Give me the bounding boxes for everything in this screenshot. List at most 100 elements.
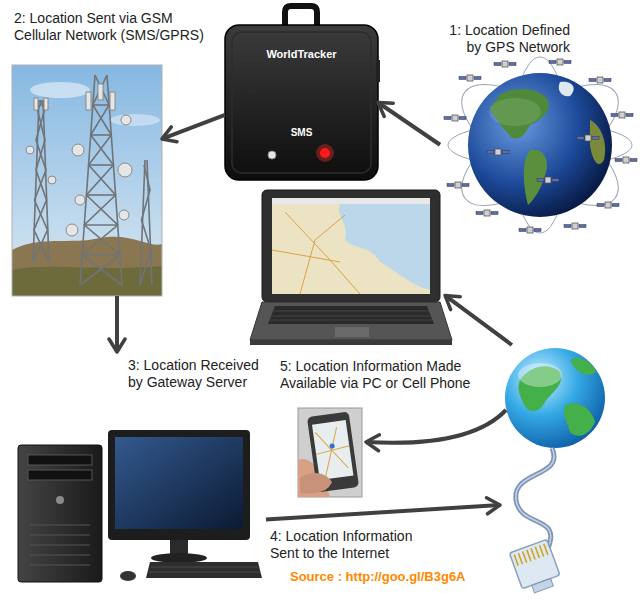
desktop-server bbox=[120, 571, 136, 581]
tracker-device: WorldTrackerSMS bbox=[225, 25, 378, 180]
cell-tower-photo bbox=[12, 65, 162, 296]
laptop bbox=[335, 327, 369, 337]
desktop-server bbox=[146, 562, 262, 578]
desktop-server bbox=[30, 525, 90, 526]
internet-globe bbox=[535, 547, 539, 558]
internet-globe bbox=[516, 448, 554, 548]
flow-arrow bbox=[266, 505, 500, 520]
gps-globe bbox=[487, 149, 509, 155]
cell-phone-photo bbox=[298, 408, 362, 497]
gps-globe bbox=[444, 63, 636, 228]
tracker-device bbox=[268, 151, 276, 159]
laptop bbox=[250, 190, 452, 345]
laptop bbox=[272, 212, 360, 294]
internet-globe bbox=[532, 578, 554, 592]
tracker-device bbox=[316, 144, 334, 162]
gps-globe bbox=[444, 63, 636, 228]
cell-tower-photo bbox=[80, 75, 95, 285]
flow-arrow bbox=[162, 115, 225, 139]
cell-tower-photo bbox=[93, 104, 109, 106]
desktop-server bbox=[28, 470, 92, 480]
gps-globe bbox=[564, 223, 586, 229]
laptop bbox=[270, 320, 432, 321]
internet-globe bbox=[527, 550, 531, 561]
gps-globe bbox=[444, 115, 466, 121]
cell-tower-photo bbox=[86, 194, 115, 196]
internet-globe bbox=[540, 545, 544, 556]
gps-globe bbox=[559, 82, 574, 97]
cell-tower-photo bbox=[107, 75, 122, 285]
internet-globe bbox=[523, 551, 527, 562]
desktop-server bbox=[30, 545, 90, 546]
gps-globe bbox=[577, 135, 599, 141]
cell-tower-photo bbox=[98, 84, 103, 100]
desktop-server bbox=[30, 525, 90, 565]
internet-globe bbox=[531, 548, 535, 559]
cell-tower-photo bbox=[30, 82, 90, 98]
device-label: SMS bbox=[225, 126, 378, 139]
cell-tower-photo bbox=[33, 75, 152, 285]
internet-globe bbox=[570, 358, 596, 374]
desktop-server bbox=[56, 496, 64, 504]
cell-tower-photo bbox=[110, 114, 160, 126]
laptop bbox=[271, 316, 431, 317]
cell-phone-photo bbox=[300, 473, 332, 494]
cell-tower-photo bbox=[86, 92, 91, 110]
internet-globe bbox=[516, 448, 554, 548]
desktop-server bbox=[151, 553, 207, 563]
desktop-server bbox=[18, 430, 262, 582]
gps-globe bbox=[611, 112, 633, 118]
cell-phone-photo bbox=[312, 420, 353, 480]
desktop-server bbox=[115, 437, 243, 529]
flow-arrow bbox=[366, 410, 506, 443]
laptop bbox=[262, 190, 440, 302]
gps-globe bbox=[490, 89, 549, 138]
cell-tower-photo bbox=[89, 164, 114, 166]
flow-arrow bbox=[445, 295, 512, 345]
cell-tower-photo bbox=[12, 65, 162, 296]
cell-tower-photo bbox=[44, 98, 48, 110]
cell-tower-photo bbox=[26, 84, 132, 236]
cell-tower-photo bbox=[119, 210, 129, 220]
desktop-server bbox=[30, 565, 90, 566]
gsm-network: 2: Location Sent via GSM Cellular Networ… bbox=[12, 65, 162, 296]
cell-tower-photo bbox=[121, 115, 131, 125]
gateway-server: 3: Location Received by Gateway Server bbox=[12, 352, 266, 588]
tracker-device bbox=[376, 60, 380, 82]
gps-globe bbox=[447, 182, 469, 188]
internet-globe bbox=[509, 539, 562, 596]
internet: 4: Location Information Sent to the Inte… bbox=[500, 345, 632, 595]
cell-phone-photo bbox=[329, 443, 335, 449]
gps-globe bbox=[459, 75, 481, 81]
desktop-server bbox=[30, 555, 90, 556]
cell-tower-photo bbox=[84, 224, 117, 226]
internet-globe bbox=[509, 539, 560, 588]
laptop bbox=[272, 198, 430, 204]
step-caption: 4: Location Information Sent to the Inte… bbox=[270, 528, 435, 562]
internet-globe bbox=[505, 348, 605, 448]
cell-tower-photo bbox=[66, 224, 78, 236]
flow-arrow bbox=[115, 296, 119, 352]
cell-tower-photo bbox=[12, 65, 162, 296]
gps-globe bbox=[489, 98, 541, 126]
desktop-server bbox=[30, 535, 90, 536]
flow-arrow bbox=[378, 103, 440, 145]
desktop-server bbox=[18, 445, 102, 582]
tracker-device bbox=[320, 148, 330, 158]
gps-globe bbox=[597, 202, 619, 208]
pc-display: 5: Location Information Made Available v… bbox=[255, 190, 445, 345]
step-caption: 3: Location Received by Gateway Server bbox=[128, 357, 266, 391]
gps-network: 1: Location Defined by GPS Network bbox=[440, 58, 635, 235]
laptop bbox=[272, 311, 430, 312]
cell-tower-photo bbox=[118, 163, 132, 177]
gps-globe bbox=[476, 210, 498, 216]
step-caption: 2: Location Sent via GSM Cellular Networ… bbox=[14, 10, 209, 44]
internet-globe bbox=[505, 348, 605, 596]
desktop-server bbox=[108, 430, 250, 540]
desktop-server bbox=[151, 567, 258, 568]
laptop bbox=[272, 204, 430, 294]
laptop bbox=[268, 306, 434, 324]
